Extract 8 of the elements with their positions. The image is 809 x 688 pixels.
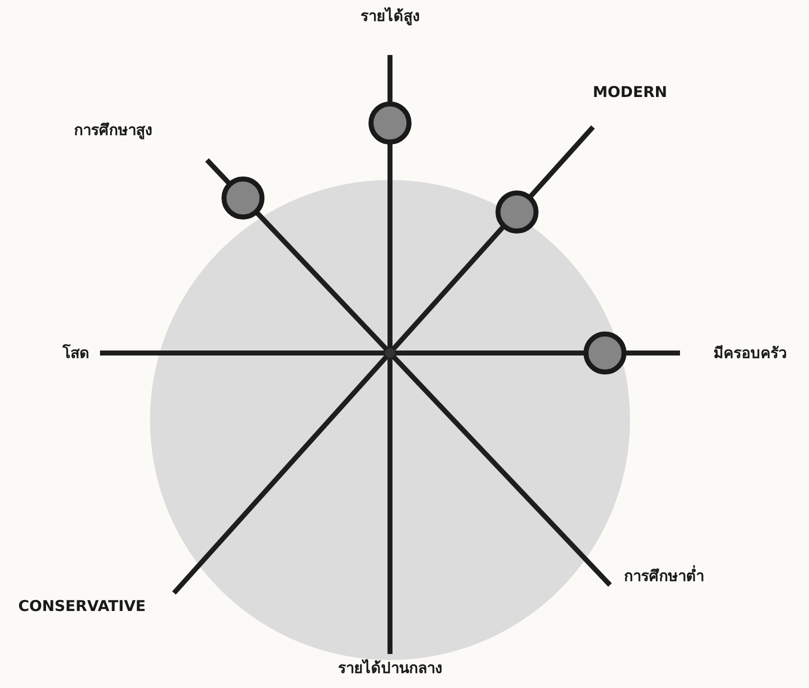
- axis-label: การศึกษาต่ำ: [624, 564, 704, 587]
- axis-label: โสด: [62, 343, 90, 364]
- axis-label: รายได้ปานกลาง: [338, 658, 442, 679]
- axis-label: การศึกษาสูง: [74, 120, 152, 142]
- axis-label: CONSERVATIVE: [18, 597, 146, 615]
- axis-label: มีครอบครัว: [714, 343, 786, 364]
- axis-label: รายได้สูง: [360, 6, 420, 28]
- axis-label: MODERN: [592, 83, 668, 101]
